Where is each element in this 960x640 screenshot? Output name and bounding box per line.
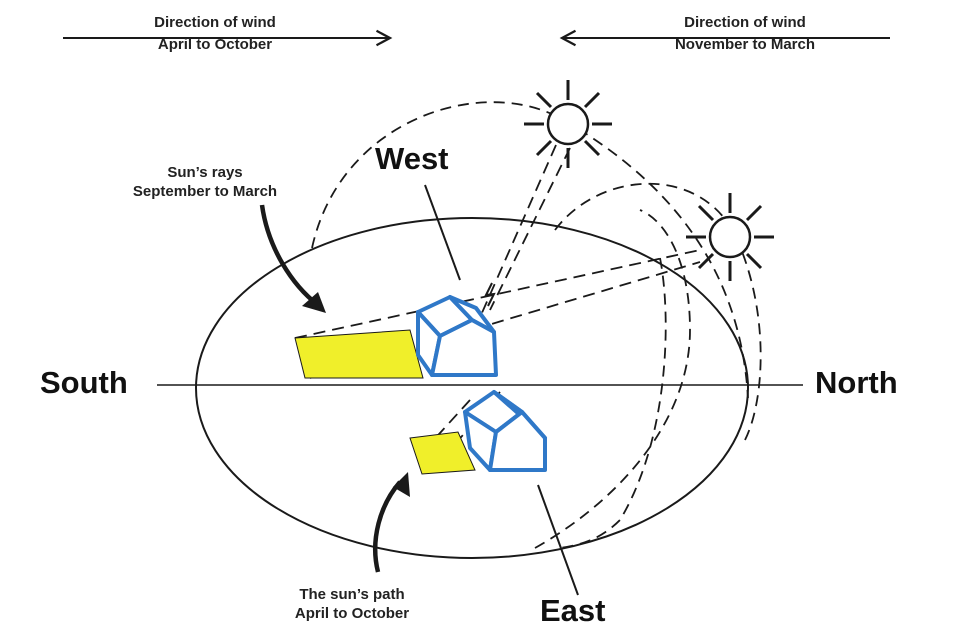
horizon-ellipse — [195, 217, 749, 559]
wind-label-right: Direction of wind November to March — [640, 14, 850, 55]
wind-label-right-line2: November to March — [674, 35, 816, 53]
break-mark — [484, 282, 496, 307]
rays-pointer-arrow — [259, 204, 320, 307]
sun-icon-right — [686, 193, 774, 281]
east-pointer-line — [537, 484, 579, 596]
shadow-area-upper — [294, 329, 424, 379]
direction-south: South — [40, 365, 128, 400]
wind-label-left: Direction of wind April to October — [120, 14, 310, 55]
rays-label: Sun’s rays September to March — [105, 164, 305, 202]
wind-label-right-line1: Direction of wind — [684, 14, 806, 31]
path-label: The sun’s path April to October — [262, 586, 442, 624]
wind-label-left-line2: April to October — [157, 35, 273, 53]
sun-ray-from-top-sun-1 — [469, 144, 557, 341]
rays-label-line2: September to March — [132, 182, 278, 200]
sun-path-arc-summer — [311, 101, 749, 399]
sun-icon-top — [524, 80, 612, 168]
path-pointer-arrowhead — [393, 472, 410, 497]
path-label-line2: April to October — [294, 604, 410, 622]
path-label-line1: The sun’s path — [299, 586, 405, 603]
direction-west: West — [375, 141, 449, 176]
wind-label-left-line1: Direction of wind — [154, 14, 276, 31]
direction-north: North — [815, 365, 898, 400]
house-upper — [416, 295, 498, 377]
house-lower — [463, 390, 547, 472]
sun-path-arc-vertical — [559, 257, 667, 549]
sun-path-arc-winter — [554, 182, 762, 441]
path-pointer-arrow — [373, 480, 402, 573]
west-pointer-line — [424, 184, 461, 281]
direction-east: East — [540, 593, 606, 628]
shadow-area-lower — [409, 431, 476, 475]
sun-ray-from-top-sun-2 — [489, 147, 571, 311]
sun-path-arc-inner — [534, 209, 691, 549]
rays-pointer-arrowhead — [302, 292, 326, 313]
sun-ray-upper — [294, 249, 701, 339]
rays-label-line1: Sun’s rays — [167, 164, 243, 181]
